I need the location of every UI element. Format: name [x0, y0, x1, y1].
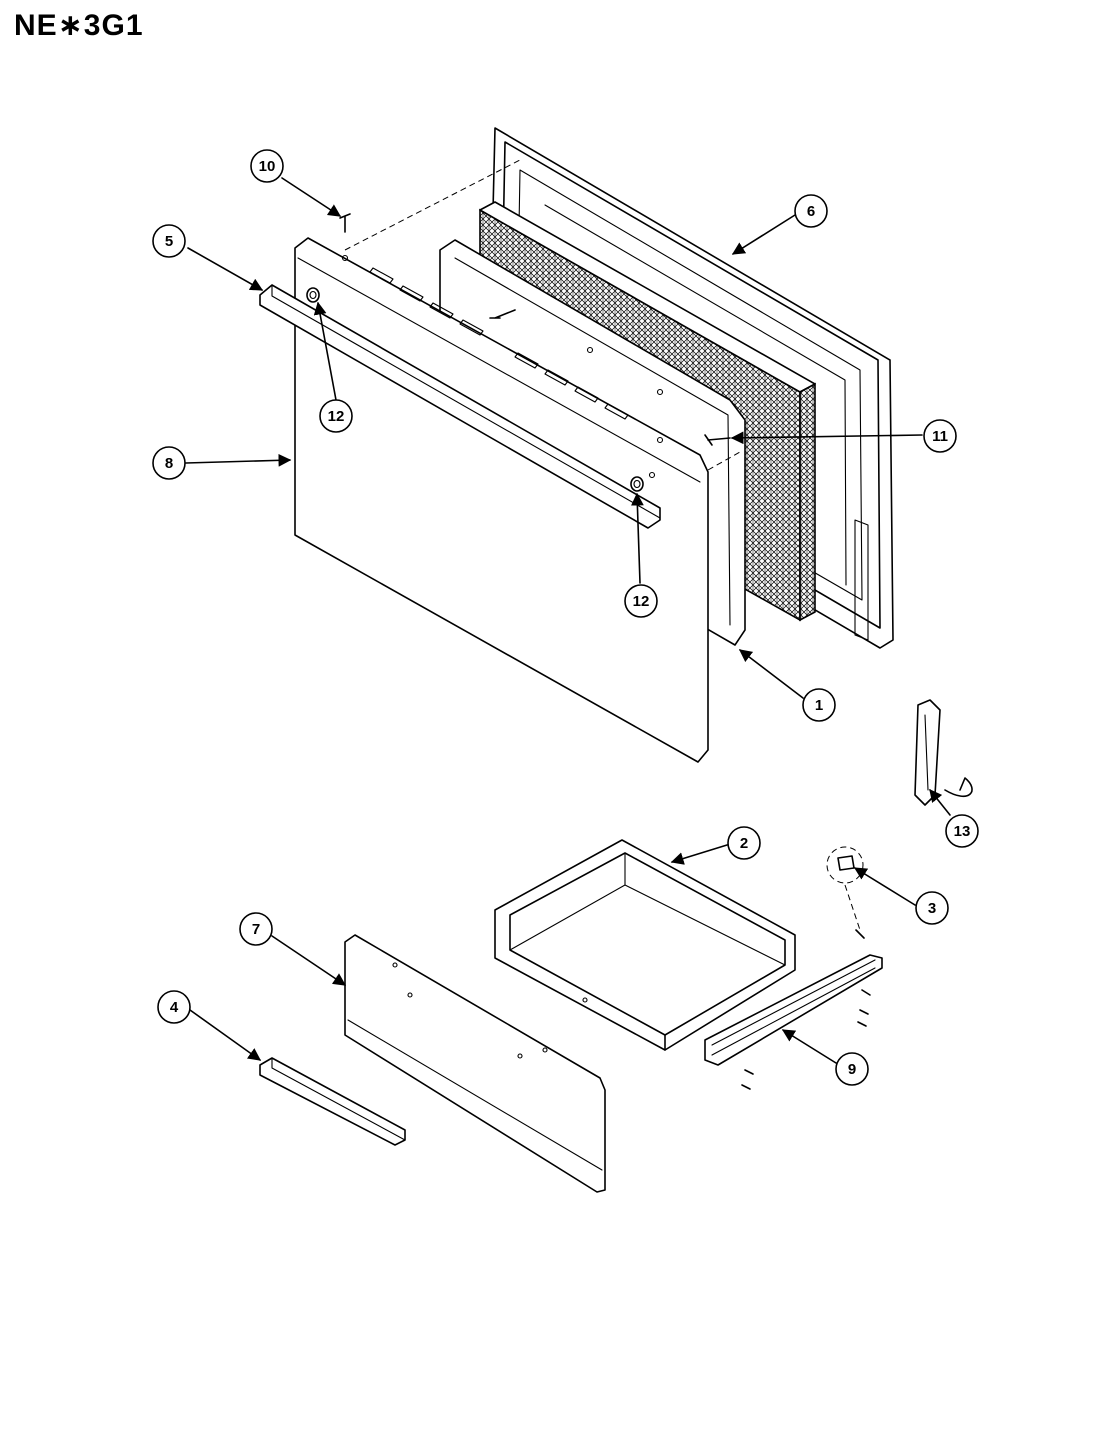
callout-4: 4 [157, 990, 191, 1024]
svg-text:11: 11 [932, 428, 948, 445]
callout-8: 8 [152, 446, 186, 480]
callout-3: 3 [915, 891, 949, 925]
callout-1: 1 [802, 688, 836, 722]
drawer-front-panel [344, 934, 606, 1193]
door-handle [259, 284, 661, 529]
door-side-screw [704, 434, 731, 446]
door-hinge [914, 699, 973, 806]
svg-text:10: 10 [259, 158, 276, 175]
liner-screw [489, 309, 516, 319]
handle-mount-left [306, 287, 320, 303]
callout-12-left: 12 [319, 399, 353, 433]
alignment-line-top [344, 159, 521, 251]
svg-text:5: 5 [165, 233, 173, 250]
svg-text:4: 4 [170, 999, 179, 1016]
callout-10: 10 [250, 149, 284, 183]
callout-5: 5 [152, 224, 186, 258]
drawer-rail [704, 954, 883, 1090]
svg-text:12: 12 [328, 408, 345, 425]
handle-mount-right [630, 476, 644, 492]
svg-text:3: 3 [928, 900, 936, 917]
callout-6: 6 [794, 194, 828, 228]
svg-text:13: 13 [954, 823, 971, 840]
drawer-glide-clip [826, 846, 865, 939]
svg-text:12: 12 [633, 593, 650, 610]
svg-text:8: 8 [165, 455, 173, 472]
alignment-line-side [707, 451, 741, 471]
callout-7: 7 [239, 912, 273, 946]
svg-text:6: 6 [807, 203, 815, 220]
door-top-screw [339, 213, 351, 233]
svg-text:7: 7 [252, 921, 260, 938]
callout-11: 11 [923, 419, 957, 453]
svg-text:9: 9 [848, 1061, 856, 1078]
model-title: NE∗3G1 [14, 9, 144, 42]
drawer-handle [259, 1057, 406, 1146]
callout-12-right: 12 [624, 584, 658, 618]
svg-text:2: 2 [740, 835, 748, 852]
callout-2: 2 [727, 826, 761, 860]
leader-lines [185, 177, 951, 1064]
callout-9: 9 [835, 1052, 869, 1086]
svg-text:1: 1 [815, 697, 823, 714]
callout-13: 13 [945, 814, 979, 848]
storage-drawer [494, 839, 796, 1051]
